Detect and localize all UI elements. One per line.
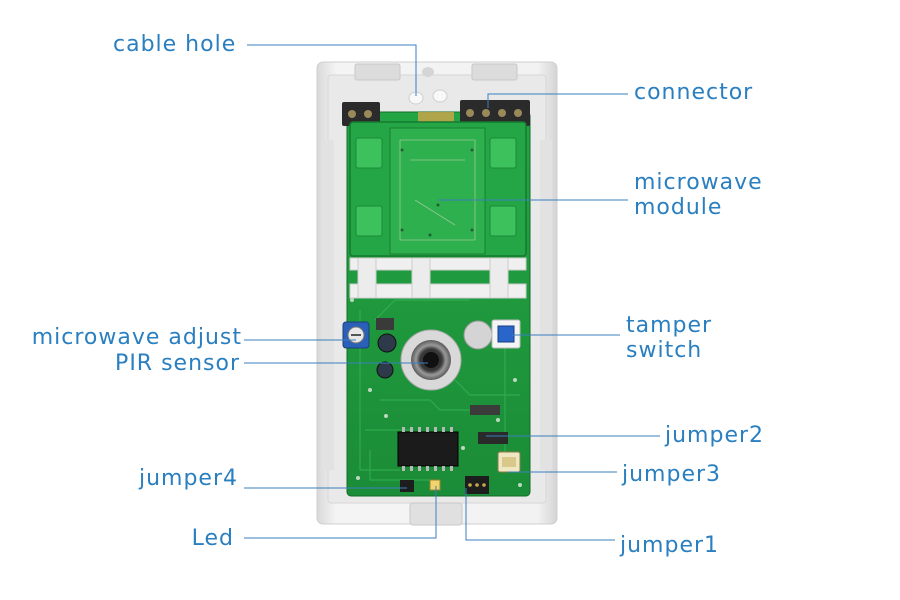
label-cable-hole: cable hole: [113, 32, 237, 57]
terminal-connectors: [342, 100, 530, 126]
tamper-switch: [463, 319, 521, 350]
label-tamper-switch-line2: switch: [626, 338, 703, 363]
leader-jumper1: [465, 488, 615, 541]
label-microwave-module-line2: module: [634, 195, 723, 220]
pir-sensor: [400, 329, 462, 391]
leader-led: [244, 486, 437, 539]
label-jumper2: jumper2: [665, 423, 765, 448]
microwave-adjust-pot: [342, 321, 370, 349]
label-led: Led: [191, 526, 234, 551]
capacitors: [376, 318, 397, 379]
label-connector: connector: [634, 80, 754, 105]
leader-connector: [487, 93, 628, 108]
microwave-module-board: [349, 121, 527, 257]
label-tamper-switch-line1: tamper: [626, 313, 713, 338]
label-jumper4: jumper4: [138, 466, 238, 491]
cable-holes: [408, 67, 448, 105]
label-jumper1: jumper1: [620, 533, 720, 558]
module-holder: [349, 257, 527, 299]
leader-cable-hole: [247, 44, 417, 96]
label-microwave-adjust: microwave adjust: [31, 325, 242, 350]
label-pir-sensor: PIR sensor: [115, 351, 240, 376]
leader-lines: [244, 44, 660, 541]
jumpers-and-led: [400, 405, 521, 494]
ic-chip: [397, 427, 459, 471]
label-microwave-module-line1: microwave: [634, 170, 763, 195]
label-jumper3: jumper3: [622, 462, 722, 487]
